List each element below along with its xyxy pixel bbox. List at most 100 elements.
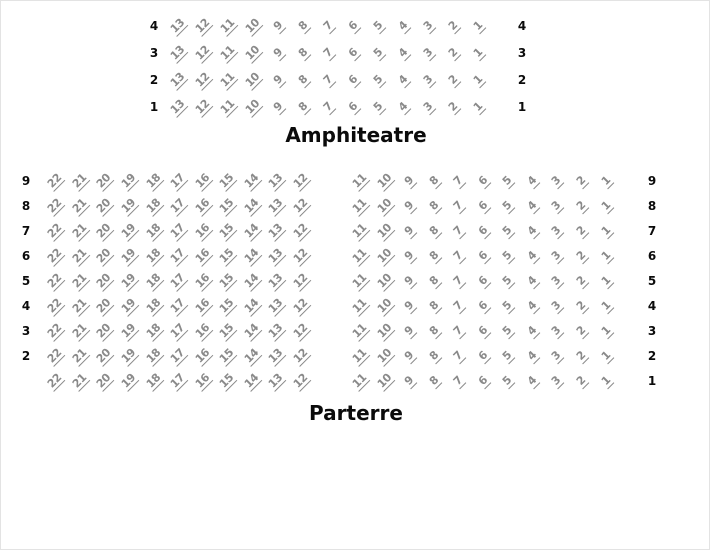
seat-12[interactable]: 12 xyxy=(289,269,314,294)
seat-16[interactable]: 16 xyxy=(191,244,216,269)
seat-2[interactable]: 2 xyxy=(569,219,594,244)
seat-20[interactable]: 20 xyxy=(92,194,117,219)
seat-12[interactable]: 12 xyxy=(191,67,216,94)
seat-1[interactable]: 1 xyxy=(466,40,491,67)
seat-6[interactable]: 6 xyxy=(471,244,496,269)
seat-18[interactable]: 18 xyxy=(141,219,166,244)
seat-22[interactable]: 22 xyxy=(43,344,68,369)
seat-8[interactable]: 8 xyxy=(291,13,316,40)
seat-21[interactable]: 21 xyxy=(68,319,93,344)
seat-2[interactable]: 2 xyxy=(441,67,466,94)
seat-13[interactable]: 13 xyxy=(264,169,289,194)
seat-3[interactable]: 3 xyxy=(416,67,441,94)
seat-22[interactable]: 22 xyxy=(43,319,68,344)
seat-16[interactable]: 16 xyxy=(191,344,216,369)
seat-12[interactable]: 12 xyxy=(191,13,216,40)
seat-10[interactable]: 10 xyxy=(241,13,266,40)
seat-5[interactable]: 5 xyxy=(496,294,521,319)
seat-2[interactable]: 2 xyxy=(569,369,594,394)
seat-6[interactable]: 6 xyxy=(471,194,496,219)
seat-10[interactable]: 10 xyxy=(241,40,266,67)
seat-1[interactable]: 1 xyxy=(466,94,491,121)
seat-13[interactable]: 13 xyxy=(264,219,289,244)
seat-2[interactable]: 2 xyxy=(569,244,594,269)
seat-11[interactable]: 11 xyxy=(348,344,373,369)
seat-11[interactable]: 11 xyxy=(348,369,373,394)
seat-19[interactable]: 19 xyxy=(117,244,142,269)
seat-10[interactable]: 10 xyxy=(373,169,398,194)
seat-18[interactable]: 18 xyxy=(141,244,166,269)
seat-8[interactable]: 8 xyxy=(422,294,447,319)
seat-19[interactable]: 19 xyxy=(117,369,142,394)
seat-3[interactable]: 3 xyxy=(545,369,570,394)
seat-12[interactable]: 12 xyxy=(289,219,314,244)
seat-7[interactable]: 7 xyxy=(316,94,341,121)
seat-11[interactable]: 11 xyxy=(348,219,373,244)
seat-1[interactable]: 1 xyxy=(594,169,619,194)
seat-10[interactable]: 10 xyxy=(373,369,398,394)
seat-13[interactable]: 13 xyxy=(264,194,289,219)
seat-11[interactable]: 11 xyxy=(216,40,241,67)
seat-20[interactable]: 20 xyxy=(92,219,117,244)
seat-9[interactable]: 9 xyxy=(397,294,422,319)
seat-8[interactable]: 8 xyxy=(422,194,447,219)
seat-2[interactable]: 2 xyxy=(569,169,594,194)
seat-1[interactable]: 1 xyxy=(466,13,491,40)
seat-19[interactable]: 19 xyxy=(117,169,142,194)
seat-18[interactable]: 18 xyxy=(141,269,166,294)
seat-1[interactable]: 1 xyxy=(594,294,619,319)
seat-16[interactable]: 16 xyxy=(191,219,216,244)
seat-7[interactable]: 7 xyxy=(316,40,341,67)
seat-11[interactable]: 11 xyxy=(216,13,241,40)
seat-7[interactable]: 7 xyxy=(446,294,471,319)
seat-3[interactable]: 3 xyxy=(545,219,570,244)
seat-6[interactable]: 6 xyxy=(471,319,496,344)
seat-6[interactable]: 6 xyxy=(471,219,496,244)
seat-8[interactable]: 8 xyxy=(291,94,316,121)
seat-20[interactable]: 20 xyxy=(92,369,117,394)
seat-14[interactable]: 14 xyxy=(240,194,265,219)
seat-2[interactable]: 2 xyxy=(569,269,594,294)
seat-4[interactable]: 4 xyxy=(520,369,545,394)
seat-10[interactable]: 10 xyxy=(373,344,398,369)
seat-5[interactable]: 5 xyxy=(366,13,391,40)
seat-3[interactable]: 3 xyxy=(545,319,570,344)
seat-19[interactable]: 19 xyxy=(117,294,142,319)
seat-21[interactable]: 21 xyxy=(68,244,93,269)
seat-16[interactable]: 16 xyxy=(191,269,216,294)
seat-15[interactable]: 15 xyxy=(215,169,240,194)
seat-2[interactable]: 2 xyxy=(441,13,466,40)
seat-15[interactable]: 15 xyxy=(215,219,240,244)
seat-17[interactable]: 17 xyxy=(166,344,191,369)
seat-20[interactable]: 20 xyxy=(92,269,117,294)
seat-19[interactable]: 19 xyxy=(117,269,142,294)
seat-21[interactable]: 21 xyxy=(68,194,93,219)
seat-20[interactable]: 20 xyxy=(92,244,117,269)
seat-11[interactable]: 11 xyxy=(348,194,373,219)
seat-5[interactable]: 5 xyxy=(496,219,521,244)
seat-20[interactable]: 20 xyxy=(92,294,117,319)
seat-21[interactable]: 21 xyxy=(68,219,93,244)
seat-18[interactable]: 18 xyxy=(141,369,166,394)
seat-7[interactable]: 7 xyxy=(446,369,471,394)
seat-17[interactable]: 17 xyxy=(166,369,191,394)
seat-4[interactable]: 4 xyxy=(520,244,545,269)
seat-17[interactable]: 17 xyxy=(166,294,191,319)
seat-22[interactable]: 22 xyxy=(43,169,68,194)
seat-12[interactable]: 12 xyxy=(289,344,314,369)
seat-12[interactable]: 12 xyxy=(289,169,314,194)
seat-14[interactable]: 14 xyxy=(240,294,265,319)
seat-4[interactable]: 4 xyxy=(520,169,545,194)
seat-14[interactable]: 14 xyxy=(240,169,265,194)
seat-13[interactable]: 13 xyxy=(264,369,289,394)
seat-9[interactable]: 9 xyxy=(397,319,422,344)
seat-7[interactable]: 7 xyxy=(446,344,471,369)
seat-8[interactable]: 8 xyxy=(422,219,447,244)
seat-10[interactable]: 10 xyxy=(241,67,266,94)
seat-8[interactable]: 8 xyxy=(422,269,447,294)
seat-15[interactable]: 15 xyxy=(215,244,240,269)
seat-10[interactable]: 10 xyxy=(373,219,398,244)
seat-21[interactable]: 21 xyxy=(68,169,93,194)
seat-17[interactable]: 17 xyxy=(166,319,191,344)
seat-15[interactable]: 15 xyxy=(215,344,240,369)
